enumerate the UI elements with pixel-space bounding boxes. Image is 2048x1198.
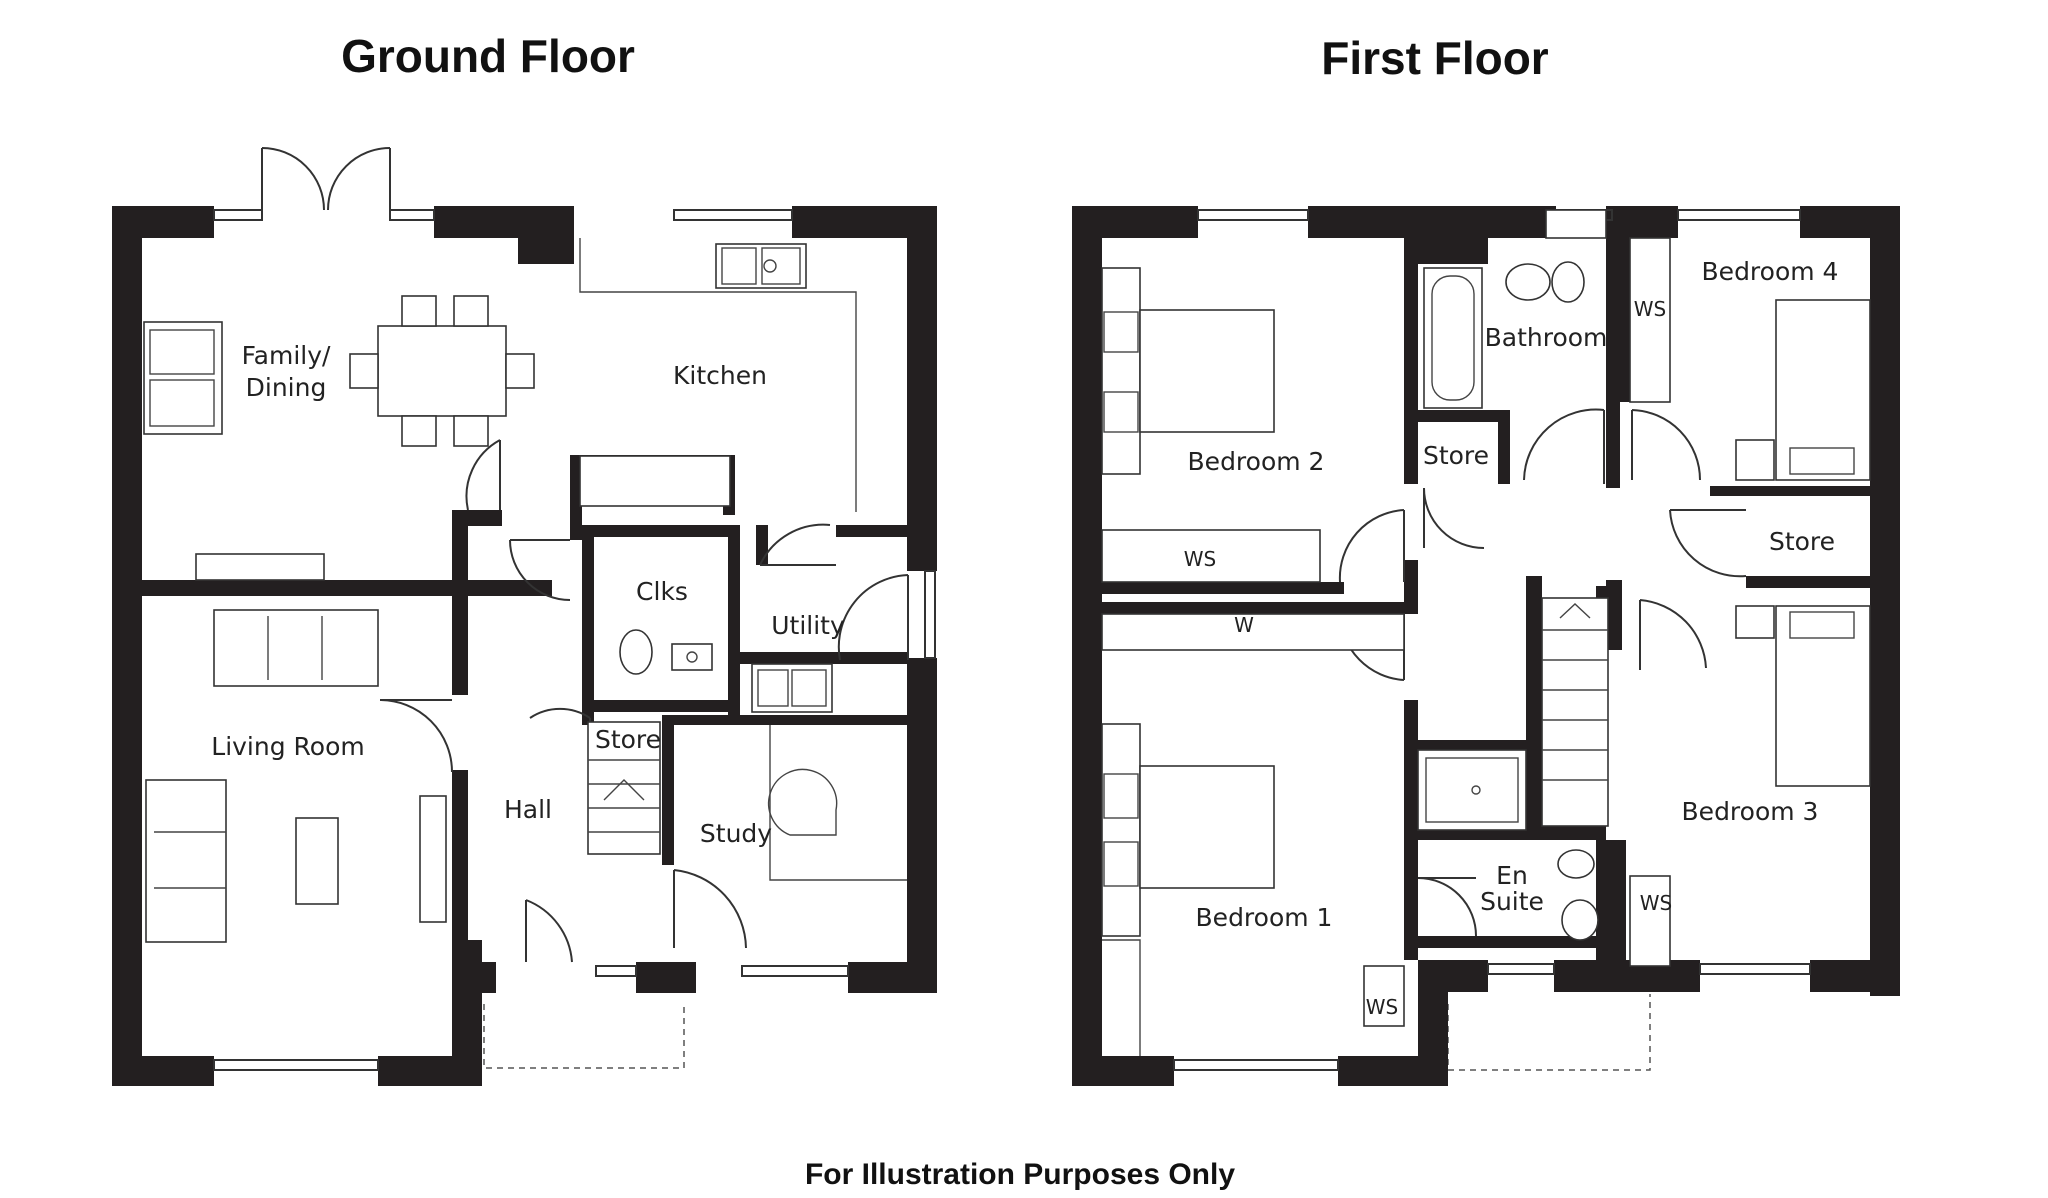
en-suite-fixtures (1417, 749, 1599, 941)
label-store-first-a: Store (1423, 441, 1489, 470)
label-bedroom-3: Bedroom 3 (1682, 797, 1819, 826)
first-stairs (1541, 597, 1609, 827)
wardrobe-bedroom1 (1101, 613, 1405, 651)
bedroom1-furniture (1101, 723, 1405, 1056)
ground-room-labels: Family/ Dining Kitchen Clks Utility Livi… (211, 341, 845, 848)
label-bathroom: Bathroom (1485, 323, 1608, 352)
label-ws-bedroom1: WS (1366, 995, 1398, 1019)
label-bedroom-4: Bedroom 4 (1702, 257, 1839, 286)
kitchen-units (579, 238, 857, 713)
study-desk (767, 725, 907, 881)
label-store-ground: Store (595, 725, 661, 754)
label-ws-bedroom2: WS (1184, 547, 1216, 571)
footer-note: For Illustration Purposes Only (805, 1158, 1235, 1191)
first-floor-title: First Floor (1321, 32, 1549, 84)
label-utility: Utility (771, 611, 845, 640)
label-hall: Hall (504, 795, 552, 824)
label-living-room: Living Room (211, 732, 364, 761)
label-study: Study (700, 819, 772, 848)
label-ws-bedroom3: WS (1640, 891, 1672, 915)
french-doors (261, 147, 391, 211)
first-room-labels: Bedroom 2 Bathroom Bedroom 4 Store Store… (1184, 257, 1839, 1019)
bathroom-fixtures (1423, 209, 1607, 409)
first-floor-plan: Bedroom 2 Bathroom Bedroom 4 Store Store… (1072, 206, 1900, 1086)
living-furniture (145, 609, 447, 943)
label-dining: Dining (246, 373, 327, 402)
porch-outline (483, 1004, 685, 1069)
ground-windows (213, 209, 936, 1071)
label-bedroom-2: Bedroom 2 (1188, 447, 1325, 476)
ground-floor-title: Ground Floor (341, 30, 635, 82)
label-clks: Clks (636, 577, 688, 606)
hall-stairs (587, 721, 661, 855)
bedroom4-furniture (1629, 237, 1871, 481)
label-bedroom-1: Bedroom 1 (1196, 903, 1333, 932)
bedroom3-furniture (1629, 605, 1871, 967)
first-inner-walls (1102, 206, 1870, 960)
dining-set (143, 295, 535, 581)
label-en: En (1496, 861, 1528, 890)
bay-outline (1447, 994, 1651, 1071)
label-store-first-b: Store (1769, 527, 1835, 556)
label-ws-bedroom4: WS (1634, 297, 1666, 321)
first-outer-walls (1072, 206, 1900, 1086)
label-suite: Suite (1480, 887, 1544, 916)
label-kitchen: Kitchen (673, 361, 767, 390)
ground-outer-walls (112, 206, 937, 1086)
bedroom2-furniture (1101, 267, 1321, 583)
label-family: Family/ (242, 341, 331, 370)
clks-fixtures (619, 629, 713, 675)
ground-floor-plan: Family/ Dining Kitchen Clks Utility Livi… (112, 147, 937, 1086)
label-w-bedroom1: W (1234, 613, 1254, 637)
